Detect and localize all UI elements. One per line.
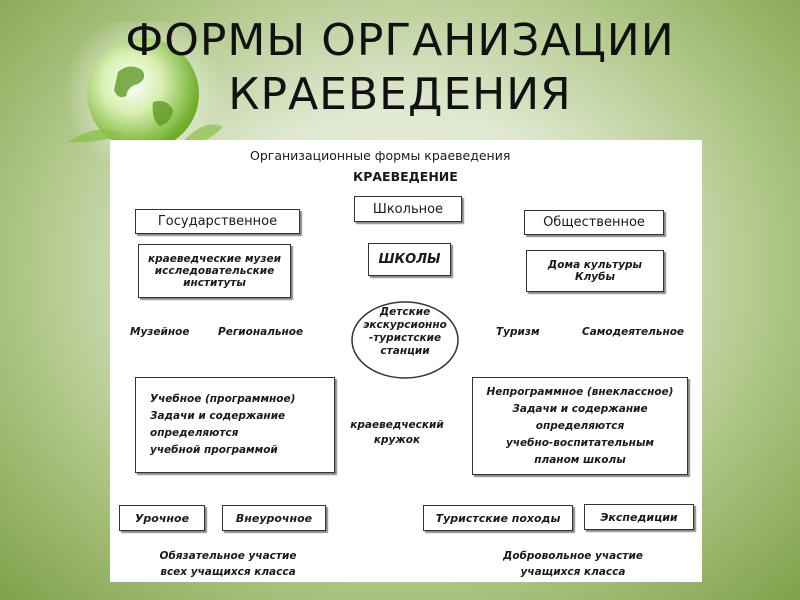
stations-line-4: станции (380, 345, 430, 357)
extracurricular-line-2: Задачи и содержание (512, 402, 648, 415)
public-orgs-line-2: Клубы (575, 271, 615, 283)
globe-icon (63, 22, 223, 172)
mandatory-line-2: всех учащихся класса (160, 566, 296, 578)
regional-label: Региональное (218, 326, 304, 338)
circle-text: краеведческий кружок (342, 418, 452, 448)
curricular-line-4: учебной программой (150, 444, 278, 456)
school-box: Школьное (354, 196, 462, 222)
mandatory-line-1: Обязательное участие (159, 550, 297, 562)
state-label: Государственное (157, 214, 278, 229)
expeditions-box: Экспедиции (584, 504, 694, 530)
public-orgs-box: Дома культуры Клубы (526, 250, 664, 292)
extracurricular-line-4: учебно-воспитательным (505, 436, 655, 449)
state-box: Государственное (135, 209, 300, 234)
stations-line-2: экскурсионно (363, 319, 447, 331)
amateur-label: Самодеятельное (582, 326, 685, 338)
state-orgs-line-2: исследовательские (154, 265, 275, 277)
voluntary-text: Добровольное участие учащихся класса (478, 548, 668, 580)
curricular-line-2: Задачи и содержание (150, 410, 286, 422)
out-of-lesson-box: Внеурочное (222, 505, 326, 531)
tourism-label: Туризм (496, 326, 540, 338)
diagram-subheader: КРАЕВЕДЕНИЕ (353, 169, 458, 184)
diagram-panel: Организационные формы краеведения КРАЕВЕ… (110, 140, 702, 582)
extracurricular-line-5: планом школы (534, 453, 626, 466)
mandatory-text: Обязательное участие всех учащихся класс… (138, 548, 318, 580)
expeditions-label: Экспедиции (600, 510, 678, 524)
lesson-label: Урочное (134, 511, 190, 525)
hikes-label: Туристские походы (435, 511, 561, 525)
extracurricular-box: Непрограммное (внеклассное) Задачи и сод… (472, 377, 688, 475)
curricular-line-1: Учебное (программное) (150, 393, 296, 405)
slide-title: ФОРМЫ ОРГАНИЗАЦИИ КРАЕВЕДЕНИЯ (60, 14, 740, 122)
extracurricular-line-1: Непрограммное (внеклассное) (486, 385, 674, 398)
public-orgs-line-1: Дома культуры (547, 259, 643, 271)
lesson-box: Урочное (119, 505, 205, 531)
state-orgs-line-3: институты (183, 277, 246, 289)
out-of-lesson-label: Внеурочное (235, 511, 313, 525)
slide-title-line-2: КРАЕВЕДЕНИЯ (228, 69, 572, 120)
voluntary-line-2: учащихся класса (520, 566, 626, 578)
stations-text: Детские экскурсионно -туристские станции (352, 306, 458, 358)
stations-line-1: Детские (379, 306, 431, 318)
stations-ellipse (351, 301, 459, 379)
state-orgs-line-1: краеведческие музеи (148, 253, 281, 265)
hikes-box: Туристские походы (423, 505, 573, 531)
voluntary-line-1: Добровольное участие (503, 550, 643, 562)
schools-box: ШКОЛЫ (368, 243, 451, 276)
circle-line-2: кружок (373, 434, 421, 446)
diagram-header: Организационные формы краеведения (250, 148, 511, 163)
diagram-shapes (351, 301, 459, 379)
slide-title-line-1: ФОРМЫ ОРГАНИЗАЦИИ (125, 15, 675, 66)
curricular-box: Учебное (программное) Задачи и содержани… (135, 377, 335, 473)
state-orgs-box: краеведческие музеи исследовательские ин… (138, 244, 291, 298)
museum-label: Музейное (130, 326, 190, 338)
curricular-line-3: определяются (150, 427, 239, 439)
schools-label: ШКОЛЫ (378, 252, 441, 267)
public-box: Общественное (524, 210, 664, 235)
school-label: Школьное (372, 201, 444, 217)
public-label: Общественное (543, 215, 645, 230)
extracurricular-line-3: определяются (535, 419, 625, 432)
stations-line-3: -туристские (368, 332, 442, 344)
circle-line-1: краеведческий (350, 419, 444, 431)
